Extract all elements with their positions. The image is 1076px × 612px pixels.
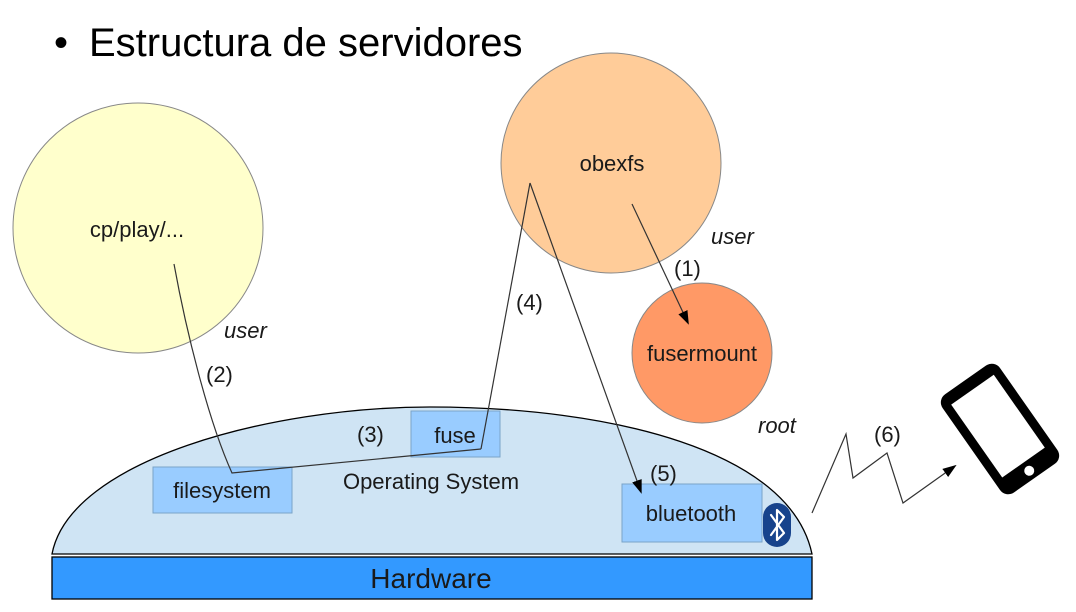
step-2-label: (2) bbox=[206, 362, 233, 387]
step-1-label: (1) bbox=[674, 256, 701, 281]
slide-title: Estructura de servidores bbox=[89, 21, 523, 65]
bluetooth-label: bluetooth bbox=[646, 501, 737, 526]
operating-system-label: Operating System bbox=[343, 469, 519, 494]
cp-play-label: cp/play/... bbox=[90, 217, 184, 242]
step-5-label: (5) bbox=[650, 461, 677, 486]
step-3-label: (3) bbox=[357, 422, 384, 447]
step-4-label: (4) bbox=[516, 290, 543, 315]
hardware-bar bbox=[51, 556, 813, 600]
fusermount-root-label: root bbox=[758, 413, 797, 438]
cp-user-label: user bbox=[224, 318, 268, 343]
obexfs-label: obexfs bbox=[580, 151, 645, 176]
filesystem-label: filesystem bbox=[173, 478, 271, 503]
fusermount-process-circle bbox=[631, 282, 773, 424]
hardware-label: Hardware bbox=[370, 563, 491, 594]
arrow-obexfs-to-fusermount bbox=[631, 203, 689, 325]
arrow-obexfs-to-bluetooth bbox=[529, 182, 642, 494]
fuse-label: fuse bbox=[434, 423, 476, 448]
fusermount-label: fusermount bbox=[647, 341, 757, 366]
smartphone-icon bbox=[940, 363, 1060, 495]
step-6-label: (6) bbox=[874, 422, 901, 447]
fuse-box bbox=[410, 410, 501, 458]
line-fuse-to-obexfs bbox=[480, 182, 531, 450]
obexfs-user-label: user bbox=[711, 224, 755, 249]
bluetooth-box bbox=[621, 483, 763, 543]
filesystem-box bbox=[152, 466, 293, 514]
cp-play-process-circle bbox=[12, 102, 264, 354]
line-cp-to-filesystem-to-fuse bbox=[173, 263, 482, 474]
bluetooth-icon bbox=[763, 503, 791, 547]
wireless-link-to-phone bbox=[811, 431, 957, 514]
title-bullet: • bbox=[54, 21, 68, 65]
obexfs-process-circle bbox=[500, 52, 722, 274]
